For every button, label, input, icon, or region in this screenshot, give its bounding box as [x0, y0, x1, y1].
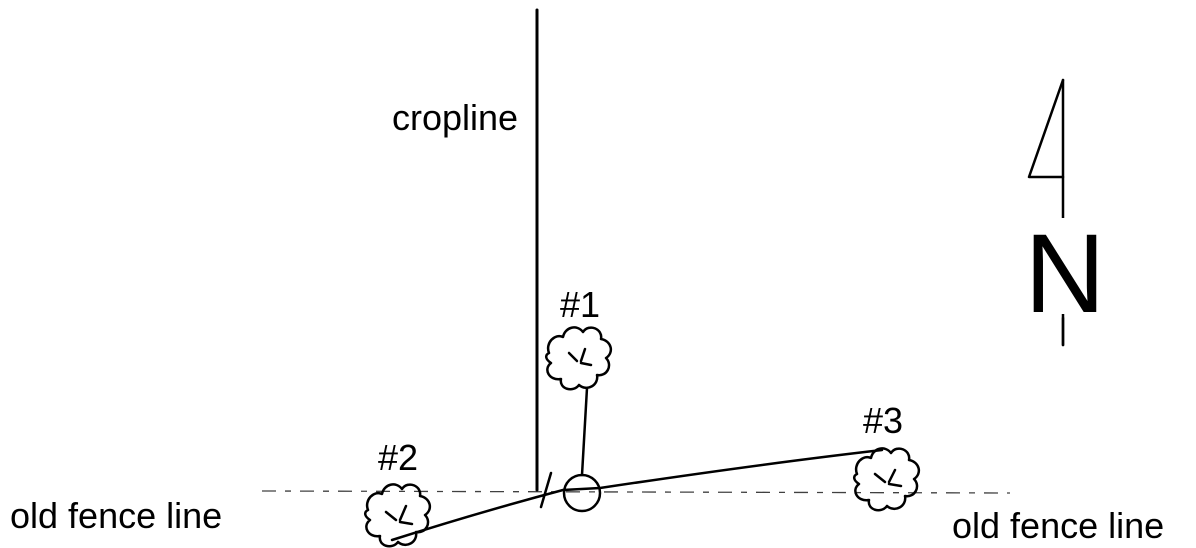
old-fence-line [261, 490, 1011, 494]
tree-icon [364, 483, 432, 548]
cropline-label: cropline [392, 97, 518, 138]
tree1-connector [580, 386, 589, 477]
slash-mark [539, 471, 553, 509]
circle-marker-icon [562, 473, 602, 513]
connection-line [390, 448, 884, 542]
north-label-backing [1040, 218, 1088, 314]
tree1-label: #1 [560, 284, 600, 325]
tree-icon [545, 326, 613, 391]
north-label: N [1025, 211, 1106, 336]
fence-line-label-right: old fence line [952, 505, 1164, 546]
tree-icon [853, 447, 921, 512]
tree3-label: #3 [863, 400, 903, 441]
fence-line-label-left: old fence line [10, 495, 222, 536]
tree2-label: #2 [378, 437, 418, 478]
